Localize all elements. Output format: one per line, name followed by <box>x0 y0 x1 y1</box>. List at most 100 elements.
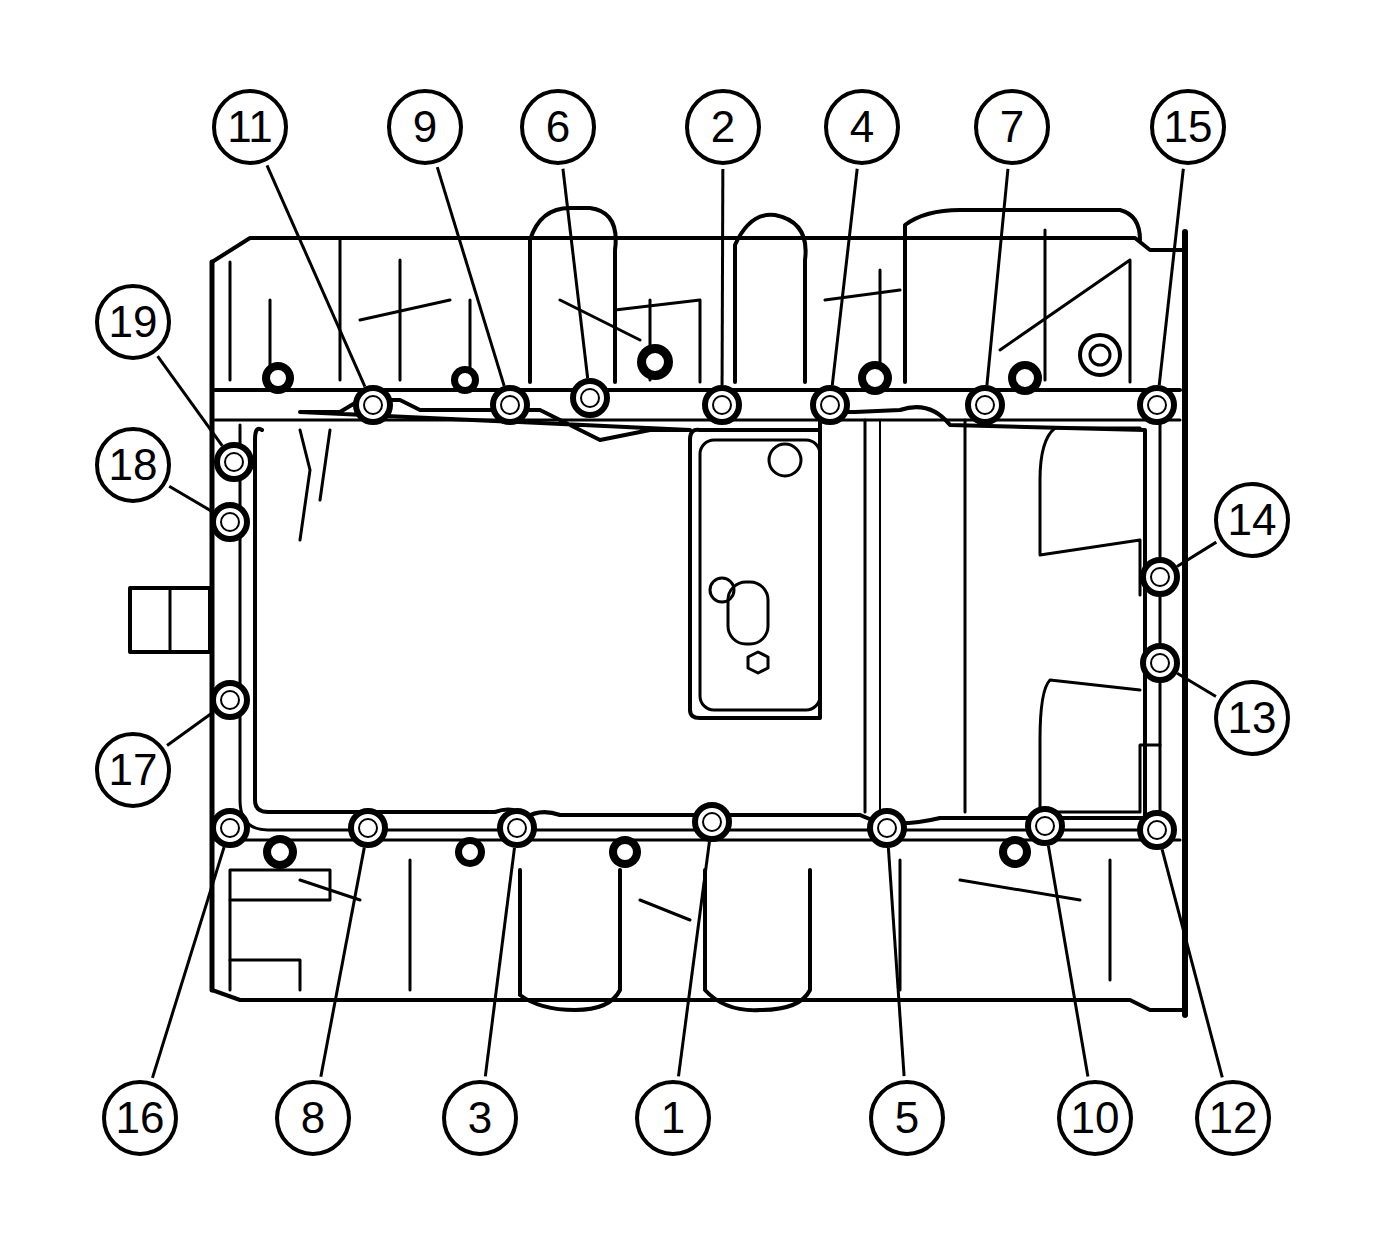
bolt-head <box>1028 809 1062 843</box>
bolt-ring <box>1143 646 1177 680</box>
bolt-ring <box>356 388 390 422</box>
callout-number: 18 <box>95 427 171 503</box>
bolt-head <box>351 811 385 845</box>
leader-line <box>267 165 365 386</box>
leader-line <box>167 712 214 746</box>
leader-line <box>563 169 588 378</box>
callout-number: 14 <box>1214 482 1290 558</box>
bolt-head <box>968 388 1002 422</box>
bolt-head <box>1140 813 1174 847</box>
bolt-head <box>217 445 251 479</box>
callout-text: 18 <box>109 443 158 487</box>
leader-line <box>987 169 1008 385</box>
callout-number: 15 <box>1150 89 1226 165</box>
bolt-ring <box>213 505 247 539</box>
leader-line <box>1177 673 1216 696</box>
callout-number: 10 <box>1057 1080 1133 1156</box>
callout-number: 17 <box>95 732 171 808</box>
bolt-centre <box>821 396 839 414</box>
bolt-centre <box>1151 568 1169 586</box>
callout-number: 7 <box>974 89 1050 165</box>
bolt-head <box>1140 388 1174 422</box>
bolt-head <box>213 683 247 717</box>
bolt-head <box>1143 646 1177 680</box>
callout-number: 2 <box>685 89 761 165</box>
callout-number: 9 <box>387 89 463 165</box>
callout-number: 3 <box>442 1080 518 1156</box>
bolt-head <box>213 505 247 539</box>
callout-text: 13 <box>1228 696 1277 740</box>
leader-line <box>1162 849 1222 1077</box>
callout-text: 7 <box>1000 105 1024 149</box>
leader-line <box>1177 542 1216 566</box>
bolt-centre <box>221 513 239 531</box>
callout-text: 11 <box>227 105 273 149</box>
bolt-ring <box>493 388 527 422</box>
callout-text: 4 <box>850 105 874 149</box>
bolt-centre <box>221 819 239 837</box>
bolt-ring <box>813 388 847 422</box>
bolt-ring <box>1143 560 1177 594</box>
bolt-centre <box>1151 654 1169 672</box>
bolt-ring <box>213 683 247 717</box>
leader-line <box>1159 169 1183 385</box>
callout-number: 16 <box>102 1080 178 1156</box>
bolt-head <box>705 388 739 422</box>
bolt-centre <box>713 396 731 414</box>
leader-line <box>485 848 514 1076</box>
leader-line <box>721 169 725 385</box>
bolt-ring <box>213 811 247 845</box>
bolt-centre <box>1036 817 1054 835</box>
leader-line <box>888 848 904 1076</box>
bolt-ring <box>1140 813 1174 847</box>
bolt-head <box>813 388 847 422</box>
bolt-ring <box>968 388 1002 422</box>
bolt-centre <box>1148 396 1166 414</box>
callout-text: 17 <box>109 748 158 792</box>
bolt-centre <box>501 396 519 414</box>
callout-text: 1 <box>661 1096 685 1140</box>
bolt-head <box>213 811 247 845</box>
callout-number: 6 <box>520 89 596 165</box>
callout-number: 12 <box>1195 1080 1271 1156</box>
leader-line <box>321 848 364 1077</box>
callout-text: 15 <box>1164 105 1213 149</box>
callout-text: 3 <box>468 1096 492 1140</box>
bolt-centre <box>878 819 896 837</box>
bolt-centre <box>364 396 382 414</box>
bolt-ring <box>351 811 385 845</box>
callout-number: 19 <box>95 284 171 360</box>
bolt-ring <box>870 811 904 845</box>
bolt-ring <box>573 381 607 415</box>
callout-number: 11 <box>212 89 288 165</box>
bolt-ring <box>705 388 739 422</box>
bolt-ring <box>1140 388 1174 422</box>
leader-line <box>1048 846 1088 1077</box>
leader-line <box>152 847 224 1078</box>
leader-line <box>158 356 223 446</box>
callout-text: 5 <box>895 1096 919 1140</box>
callout-text: 12 <box>1209 1096 1258 1140</box>
callout-number: 5 <box>869 1080 945 1156</box>
leader-line <box>832 169 857 385</box>
callout-text: 10 <box>1071 1096 1120 1140</box>
bolt-ring <box>500 811 534 845</box>
bolt-head <box>356 388 390 422</box>
bolt-centre <box>508 819 526 837</box>
callout-number: 8 <box>275 1080 351 1156</box>
callout-text: 2 <box>711 105 735 149</box>
bolt-ring <box>695 805 729 839</box>
bolt-centre <box>359 819 377 837</box>
bolt-centre <box>581 389 599 407</box>
bolt-ring <box>1028 809 1062 843</box>
callout-text: 9 <box>413 105 437 149</box>
bolt-head <box>573 381 607 415</box>
callout-text: 6 <box>546 105 570 149</box>
leader-line <box>169 486 213 512</box>
bolt-head <box>870 811 904 845</box>
bolt-centre <box>225 453 243 471</box>
bolt-ring <box>217 445 251 479</box>
